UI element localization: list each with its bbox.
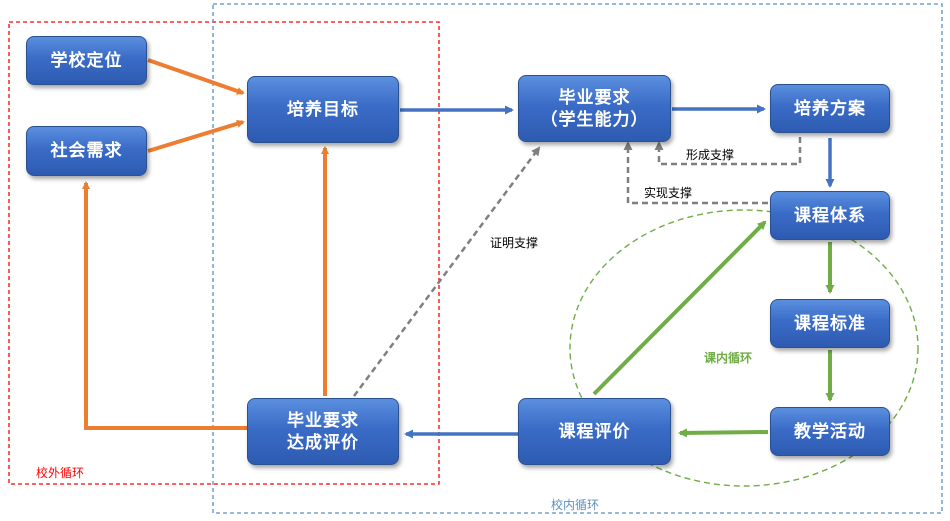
node-curriculum-system: 课程体系 <box>770 191 890 240</box>
node-grad-requirement-evaluation: 毕业要求 达成评价 <box>247 398 399 465</box>
arrow-prove-support <box>352 146 541 397</box>
arrow-course-eval-to-curriculum <box>592 220 767 396</box>
node-grad-eval-line2: 达成评价 <box>287 432 359 453</box>
node-grad-eval-line1: 毕业要求 <box>287 410 359 431</box>
label-form-support: 形成支撑 <box>686 148 735 162</box>
node-social-demand: 社会需求 <box>26 126 147 176</box>
node-teaching-activity: 教学活动 <box>770 407 890 456</box>
node-school-position: 学校定位 <box>26 36 147 85</box>
arrow-eval-to-social-demand <box>82 181 247 430</box>
node-course-eval-label: 课程评价 <box>558 421 631 442</box>
label-in-class-loop: 课内循环 <box>704 351 753 365</box>
node-training-plan-label: 培养方案 <box>794 98 866 119</box>
node-course-standard-label: 课程标准 <box>794 313 866 334</box>
arrow-activity-to-course-eval <box>678 428 769 438</box>
label-realize-support: 实现支撑 <box>644 186 693 200</box>
node-school-position-label: 学校定位 <box>50 50 123 71</box>
arrow-social-demand-to-goal <box>147 119 245 153</box>
node-training-plan: 培养方案 <box>770 84 890 133</box>
node-social-demand-label: 社会需求 <box>50 141 123 161</box>
node-course-evaluation: 课程评价 <box>518 398 671 465</box>
inside-school-loop-frame <box>212 3 943 514</box>
arrow-school-position-to-goal <box>147 58 245 95</box>
node-curriculum-system-label: 课程体系 <box>794 205 866 226</box>
label-outside-school-loop: 校外循环 <box>36 466 85 480</box>
arrow-form-support <box>654 137 802 166</box>
node-course-standard: 课程标准 <box>770 299 890 348</box>
node-grad-req-line1: 毕业要求 <box>558 87 631 108</box>
node-grad-req-line2: （学生能力） <box>540 109 649 130</box>
node-teaching-activity-label: 教学活动 <box>794 421 866 442</box>
in-class-loop-ellipse <box>569 209 919 487</box>
node-training-goal-label: 培养目标 <box>287 99 359 120</box>
arrow-realize-support <box>623 141 768 205</box>
label-inside-school-loop: 校内循环 <box>551 498 600 512</box>
label-prove-support: 证明支撑 <box>490 236 539 250</box>
node-graduation-requirement: 毕业要求 （学生能力） <box>518 75 671 142</box>
node-training-goal: 培养目标 <box>247 76 399 143</box>
outside-school-loop-frame <box>8 21 440 485</box>
